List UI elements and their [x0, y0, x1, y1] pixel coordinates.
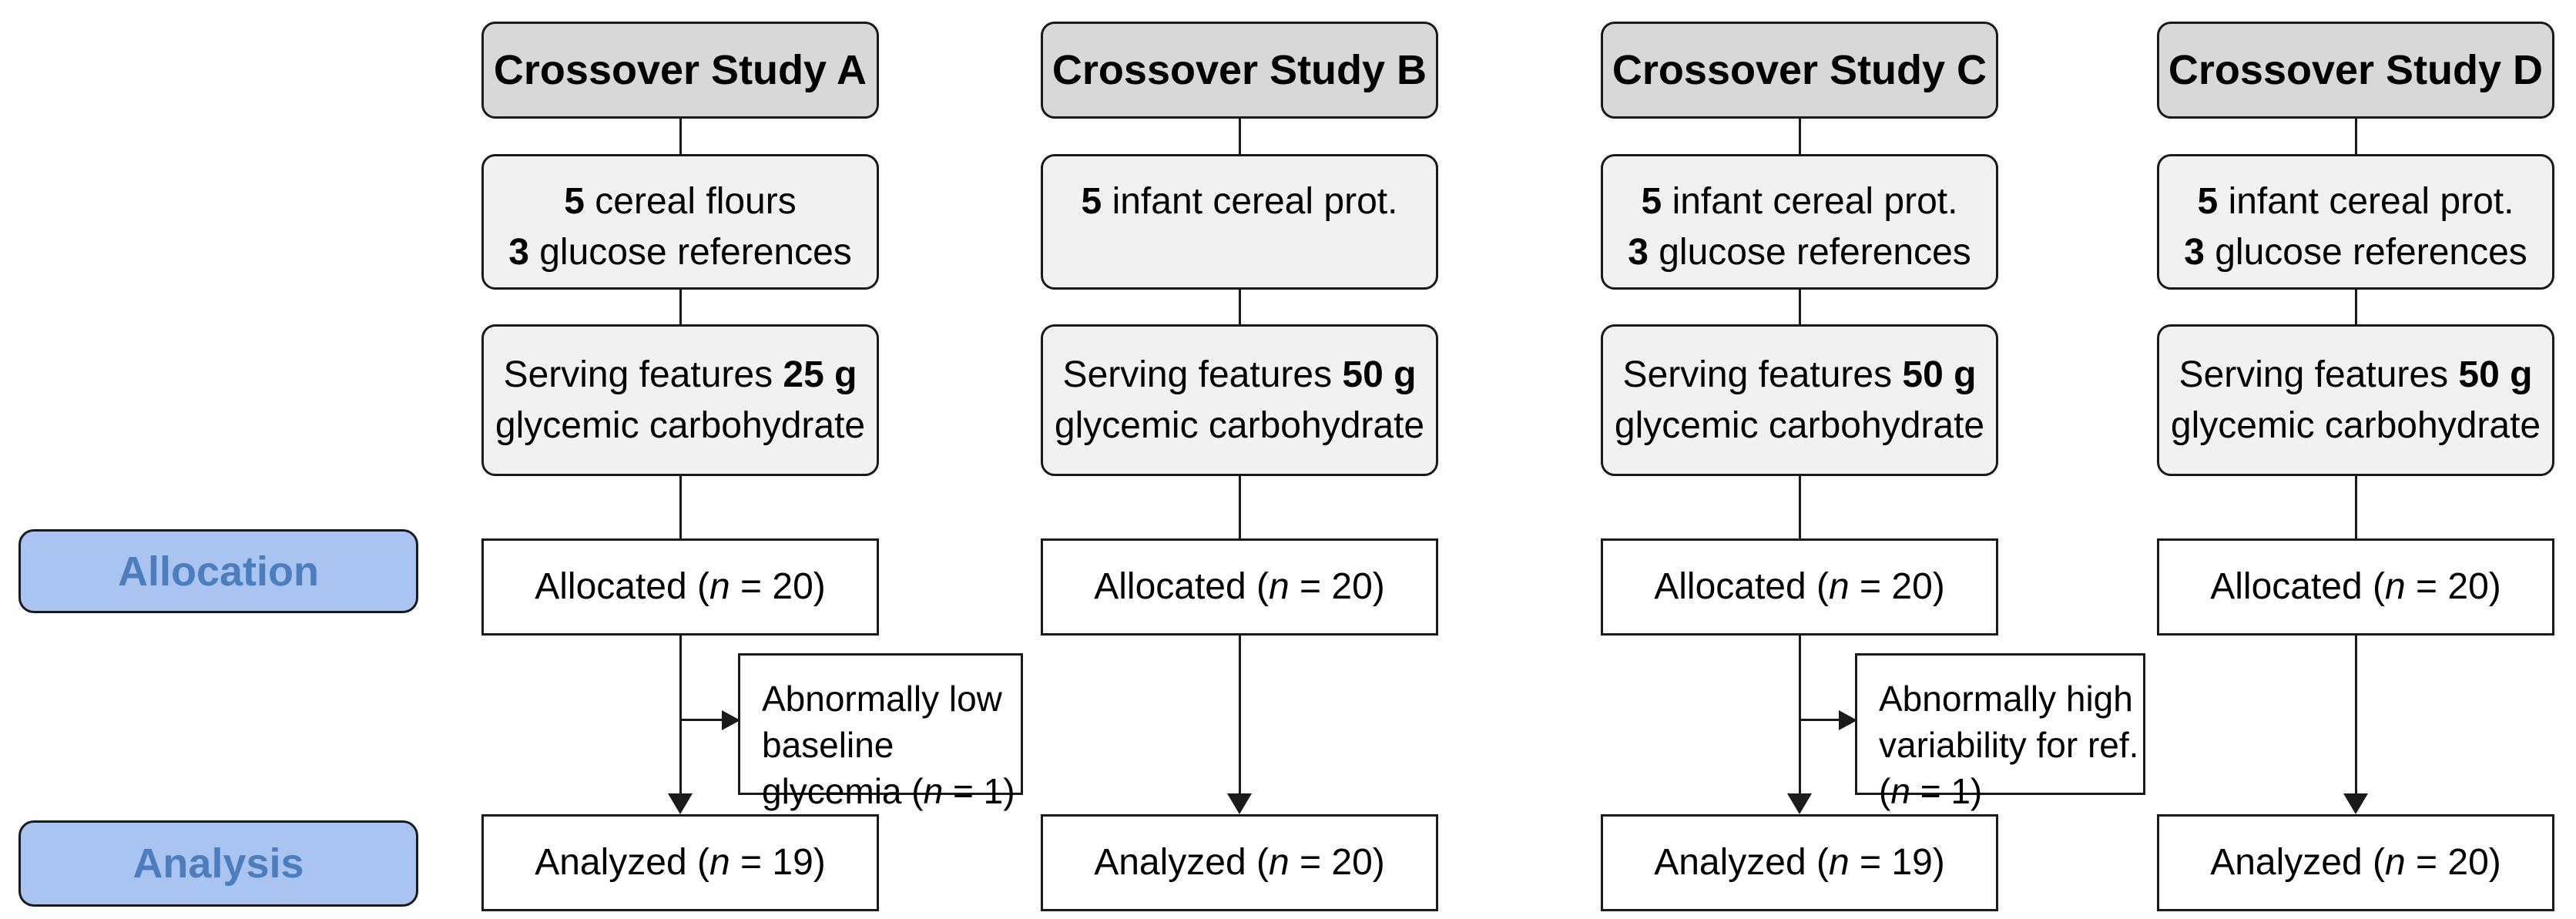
connector-line [679, 119, 682, 154]
study-d-header-box: Crossover Study D [2157, 22, 2554, 119]
connector-line [1799, 636, 1801, 793]
connector-line [1239, 476, 1241, 538]
down-arrowhead [1227, 793, 1252, 814]
branch-line [681, 719, 722, 721]
study-b-analyzed-box: Analyzed (n = 20) [1041, 814, 1438, 911]
connector-line [2355, 290, 2357, 324]
connector-line [2355, 476, 2357, 538]
study-c-products-box: 5 infant cereal prot.3 glucose reference… [1601, 154, 1998, 290]
study-b-allocated-box: Allocated (n = 20) [1041, 538, 1438, 636]
study-d-products-box: 5 infant cereal prot.3 glucose reference… [2157, 154, 2554, 290]
connector-line [1239, 290, 1241, 324]
down-arrowhead [668, 793, 693, 814]
right-arrowhead [722, 710, 740, 730]
study-a-header-box: Crossover Study A [481, 22, 879, 119]
connector-line [679, 476, 682, 538]
study-a-allocated-box: Allocated (n = 20) [481, 538, 879, 636]
analysis-stage-label: Analysis [18, 820, 418, 907]
study-d-analyzed-box: Analyzed (n = 20) [2157, 814, 2554, 911]
study-d-allocated-box: Allocated (n = 20) [2157, 538, 2554, 636]
study-d-column: Crossover Study D 5 infant cereal prot.3… [2157, 0, 2554, 919]
down-arrowhead [1787, 793, 1812, 814]
allocation-stage-label: Allocation [18, 529, 418, 613]
study-c-header-box: Crossover Study C [1601, 22, 1998, 119]
connector-line [1799, 290, 1801, 324]
connector-line [2355, 119, 2357, 154]
connector-line [1239, 119, 1241, 154]
connector-line [2355, 636, 2357, 793]
study-c-analyzed-box: Analyzed (n = 19) [1601, 814, 1998, 911]
right-arrowhead [1839, 710, 1857, 730]
study-b-column: Crossover Study B 5 infant cereal prot. … [1041, 0, 1438, 919]
study-b-header-box: Crossover Study B [1041, 22, 1438, 119]
down-arrowhead [2343, 793, 2368, 814]
connector-line [1799, 476, 1801, 538]
branch-line [1800, 719, 1839, 721]
study-a-analyzed-box: Analyzed (n = 19) [481, 814, 879, 911]
study-c-allocated-box: Allocated (n = 20) [1601, 538, 1998, 636]
connector-line [679, 636, 682, 793]
connector-line [1239, 636, 1241, 793]
study-c-column: Crossover Study C 5 infant cereal prot.3… [1601, 0, 2145, 919]
connector-line [1799, 119, 1801, 154]
study-b-products-box: 5 infant cereal prot. [1041, 154, 1438, 290]
connector-line [679, 290, 682, 324]
